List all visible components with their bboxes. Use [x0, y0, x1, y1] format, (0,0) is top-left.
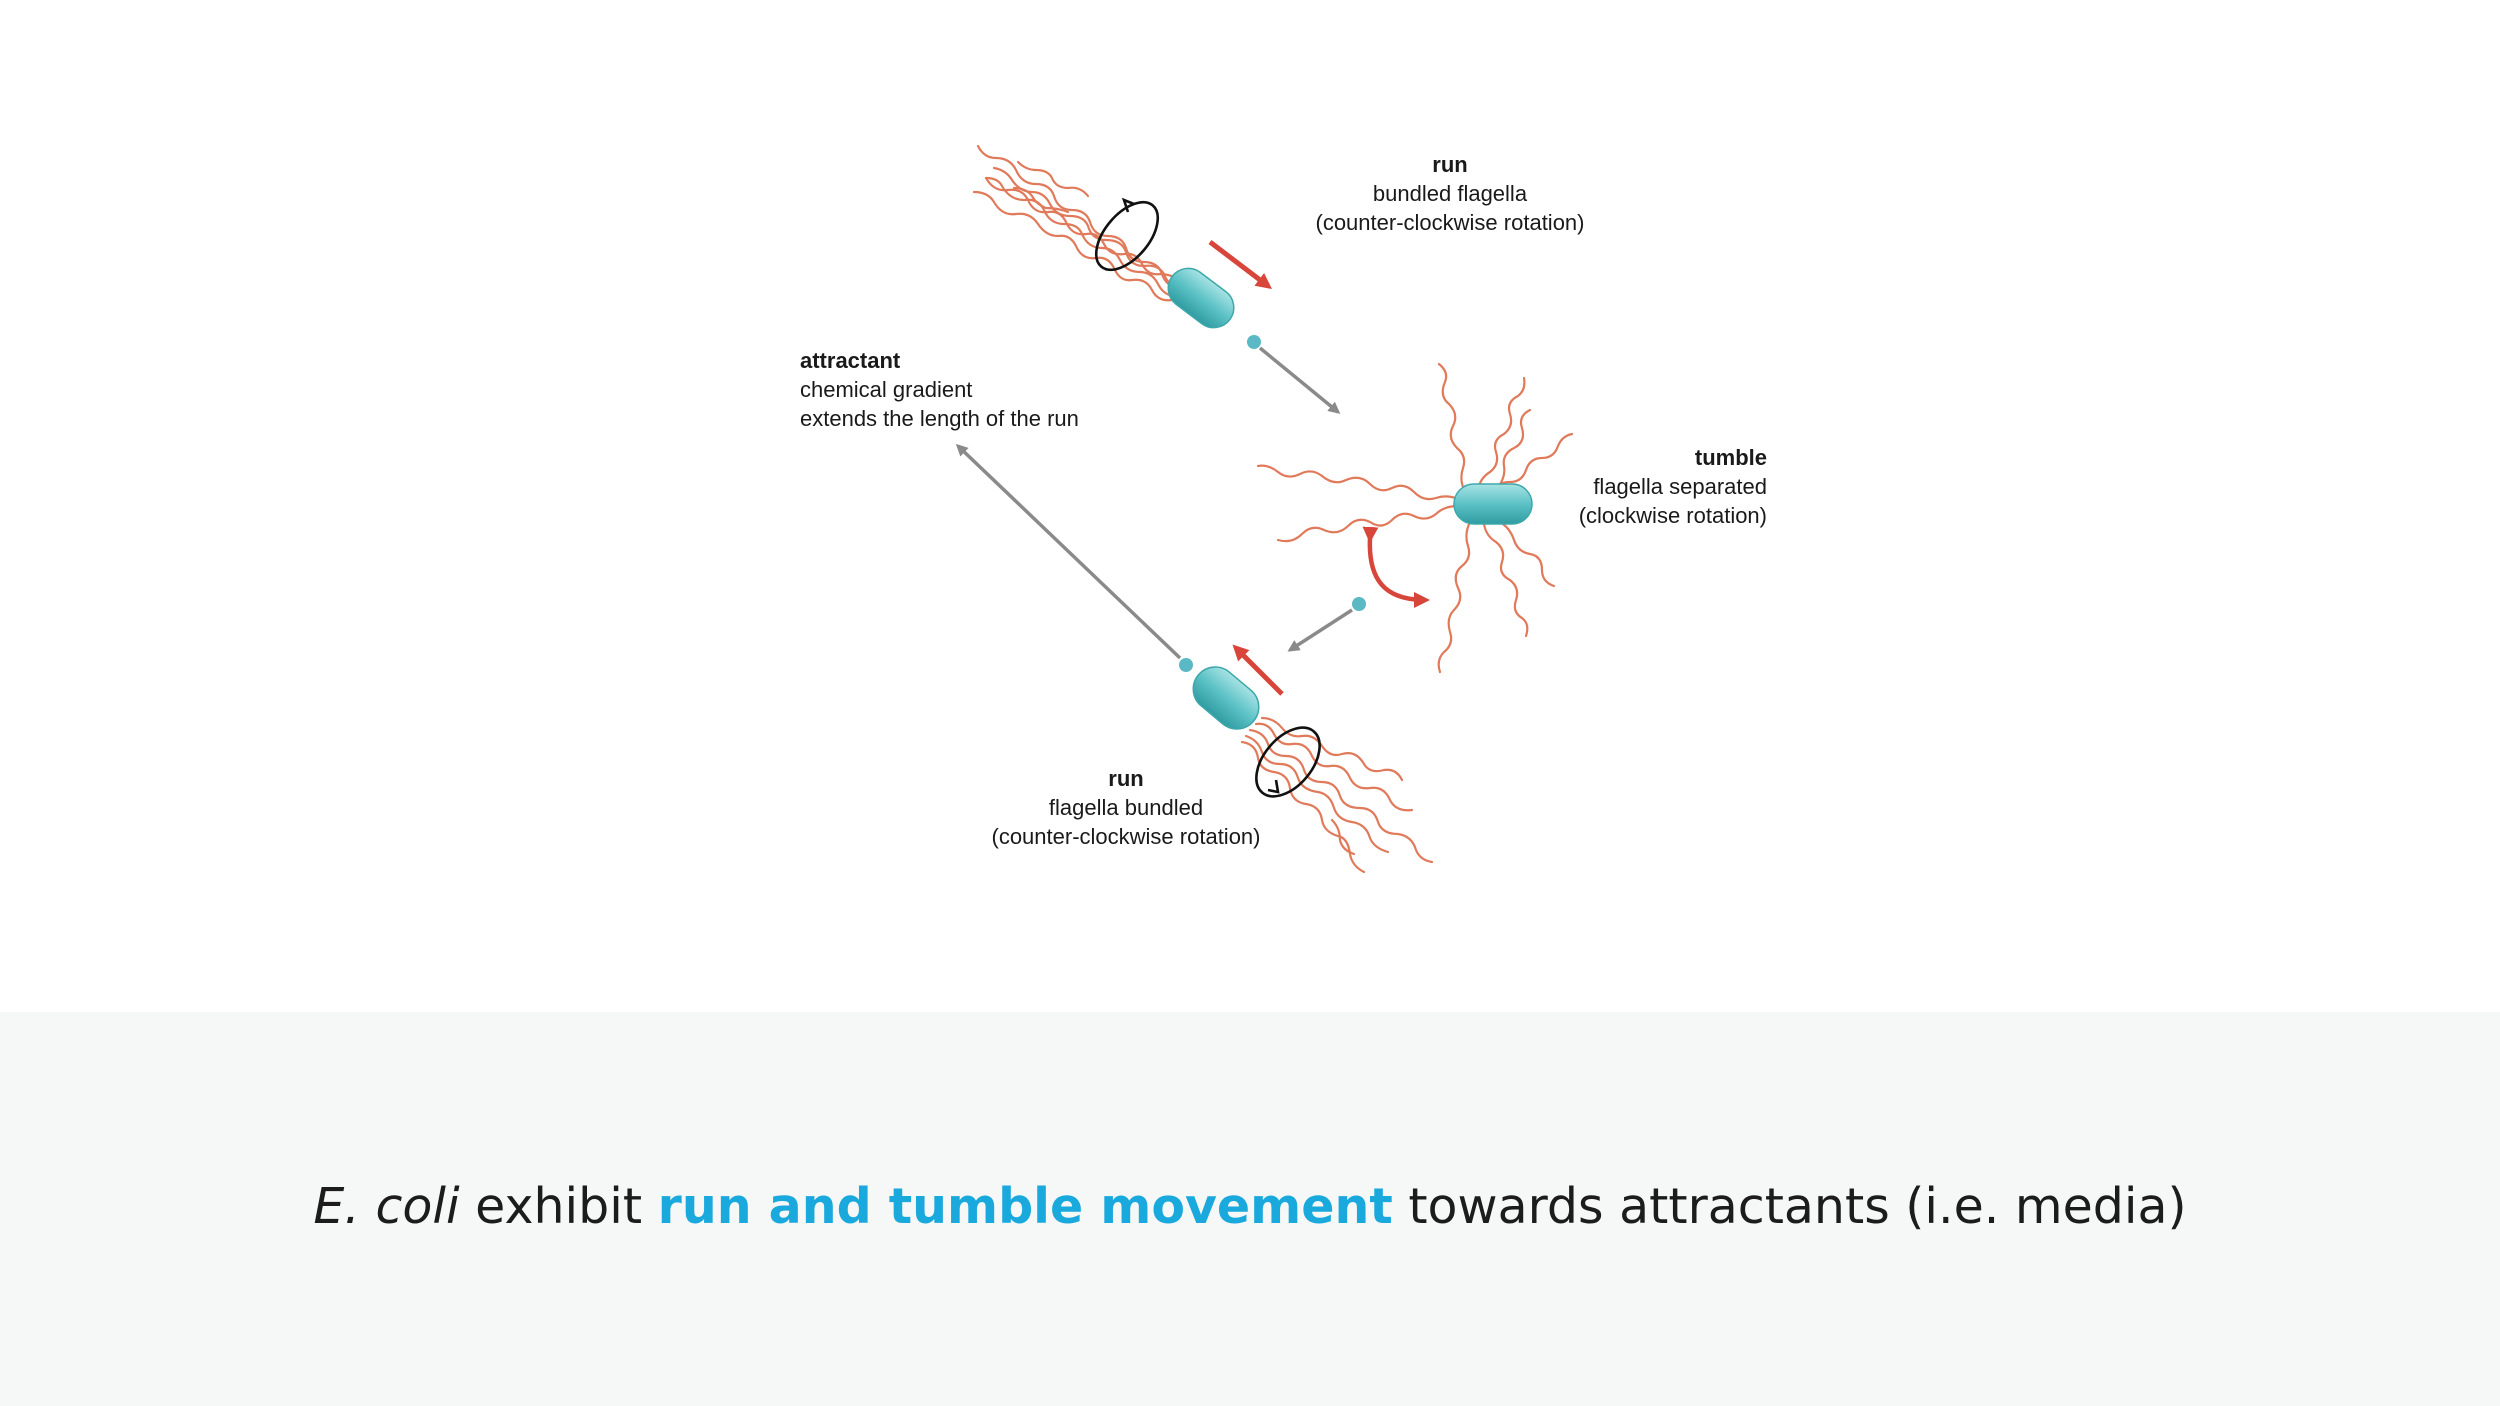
top-bacterium [1167, 267, 1235, 329]
tumble-red-arrow [1362, 526, 1430, 608]
bottom-run-red-arrow [1232, 644, 1284, 696]
bottom-bacterium [1192, 666, 1260, 730]
label-attractant-line1: chemical gradient [800, 377, 973, 402]
tumble-flagella [1256, 362, 1574, 674]
label-tumble-title: tumble [1694, 445, 1767, 470]
top-rotation-icon [1094, 197, 1160, 272]
label-run-bottom-line2: (counter-clockwise rotation) [991, 824, 1261, 849]
label-attractant-title: attractant [800, 348, 901, 373]
label-run-top-title: run [1432, 152, 1468, 177]
bottom-rotation-icon [1255, 726, 1321, 798]
top-run-red-arrow [1208, 240, 1272, 290]
label-attractant-line2: extends the length of the run [800, 406, 1079, 431]
path-arrow-tumble-to-run [1287, 608, 1353, 652]
label-run-top-line1: bundled flagella [1372, 181, 1528, 206]
label-tumble: tumble flagella separated (clockwise rot… [1500, 443, 1767, 530]
caption: E. coli exhibit run and tumble movement … [0, 1178, 2500, 1235]
label-run-bottom-title: run [1108, 766, 1144, 791]
path-arrow-run-to-tumble [1258, 346, 1341, 414]
label-attractant: attractant chemical gradient extends the… [800, 346, 1140, 433]
label-run-bottom-line1: flagella bundled [1048, 795, 1204, 820]
caption-highlight: run and tumble movement [657, 1178, 1393, 1235]
top-flagella-bundle [972, 144, 1184, 302]
label-tumble-line1: flagella separated [1593, 474, 1767, 499]
path-dot-3 [1179, 658, 1193, 672]
label-tumble-line2: (clockwise rotation) [1578, 503, 1767, 528]
label-run-top: run bundled flagella (counter-clockwise … [1290, 150, 1610, 237]
label-run-top-line2: (counter-clockwise rotation) [1315, 210, 1585, 235]
caption-band [0, 1012, 2500, 1406]
path-dot-2 [1352, 597, 1366, 611]
label-run-bottom: run flagella bundled (counter-clockwise … [966, 764, 1286, 851]
caption-organism: E. coli [313, 1178, 460, 1235]
run-tumble-diagram [955, 144, 1574, 874]
attractant-long-arrow [955, 443, 1182, 660]
tumble-bacterium [1453, 483, 1533, 525]
path-dot-1 [1247, 335, 1261, 349]
caption-verb: exhibit [459, 1178, 658, 1235]
caption-rest: towards attractants (i.e. media) [1392, 1178, 2187, 1235]
bottom-flagella-bundle [1240, 716, 1434, 874]
